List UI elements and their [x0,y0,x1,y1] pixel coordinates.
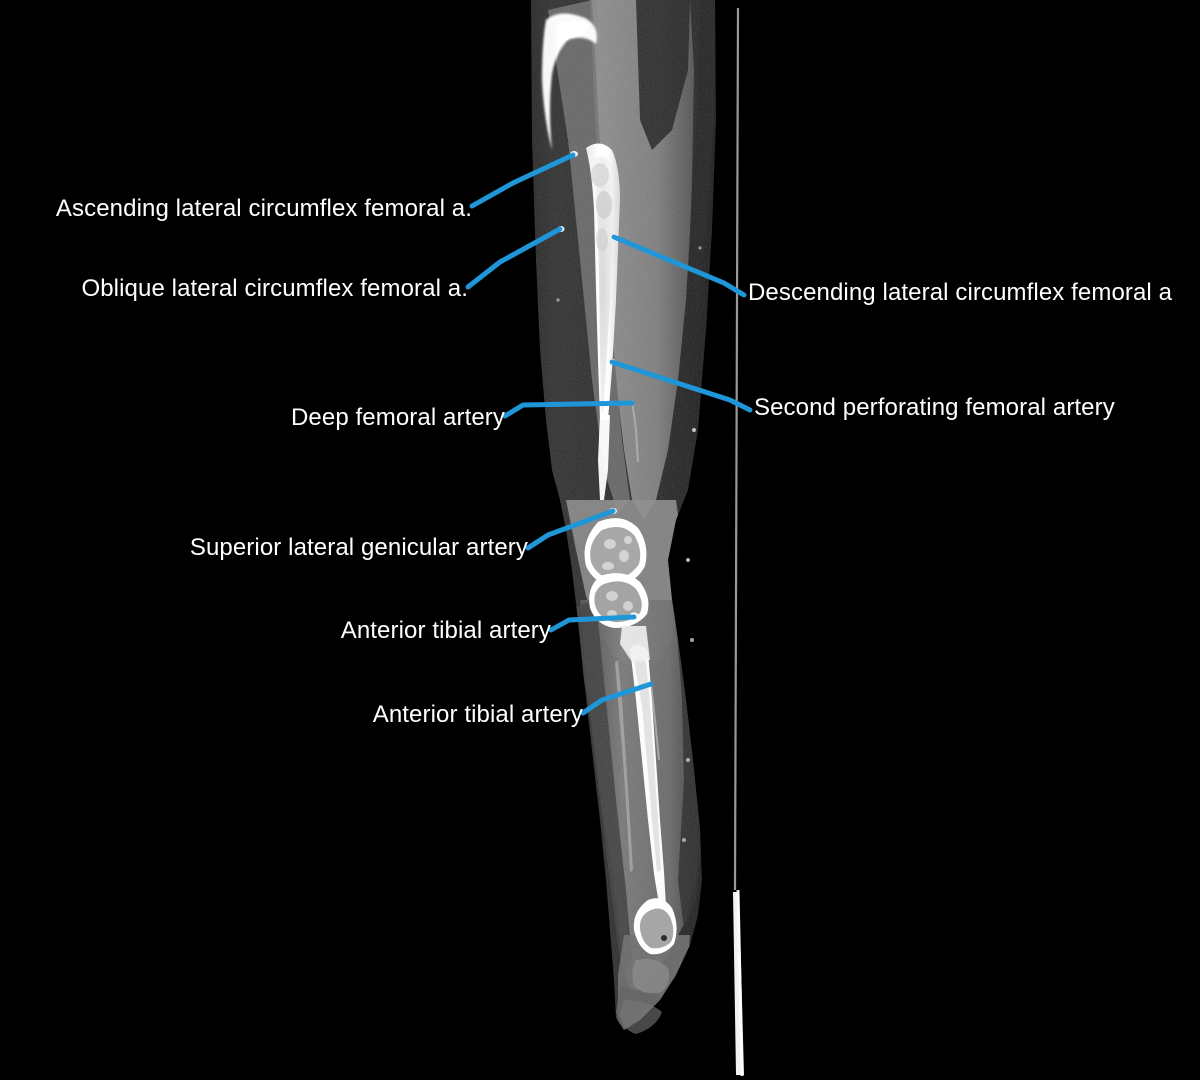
skeletal-structures [542,13,677,1034]
leader-line-superior-lateral-genicular-artery [525,508,616,551]
leader-line-second-perforating-femoral-artery [609,359,753,413]
leader-line-deep-femoral-artery [502,400,635,419]
leader-line-anterior-tibial-artery-proximal [548,614,637,633]
leader-line-descending-lateral-circumflex-femoral-artery [611,234,747,298]
label-ascending-lateral-circumflex-femoral-artery: Ascending lateral circumflex femoral a. [55,195,472,222]
label-superior-lateral-genicular-artery: Superior lateral genicular artery [189,534,528,561]
label-second-perforating-femoral-artery: Second perforating femoral artery [754,394,1115,421]
label-anterior-tibial-artery-distal: Anterior tibial artery [372,701,583,728]
label-descending-lateral-circumflex-femoral-artery: Descending lateral circumflex femoral a [748,279,1173,306]
label-oblique-lateral-circumflex-femoral-artery: Oblique lateral circumflex femoral a. [81,275,468,302]
reference-rod-marker [733,7,744,1077]
leader-line-ascending-lateral-circumflex-femoral-artery [469,152,576,209]
femoral-condyle [584,518,647,586]
leader-line-oblique-lateral-circumflex-femoral-artery [465,226,563,290]
label-anterior-tibial-artery-proximal: Anterior tibial artery [340,617,551,644]
leader-line-anterior-tibial-artery-distal [580,681,654,716]
label-deep-femoral-artery: Deep femoral artery [291,404,505,431]
